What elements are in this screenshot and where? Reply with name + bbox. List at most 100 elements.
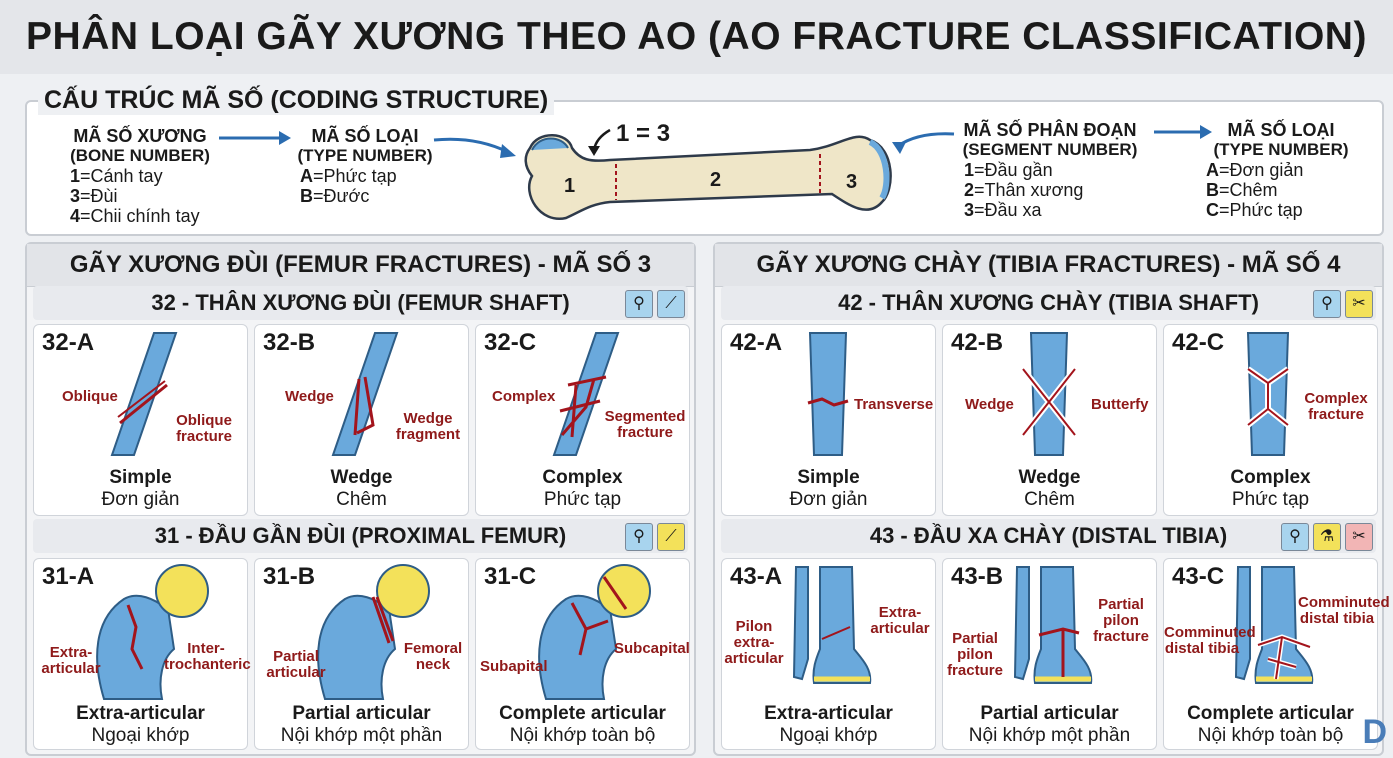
- type-number-item: A=Đơn giản: [1206, 160, 1304, 180]
- complete-articular-fracture-illustration: [538, 564, 651, 700]
- fracture-card-31b: 31-B Partial articular Femoral neck Part…: [254, 558, 469, 750]
- fracture-label: Extra-articular: [870, 604, 930, 637]
- segment-number-block: MÃ SỐ PHÂN ĐOẠN (SEGMENT NUMBER) 1=Đầu g…: [950, 120, 1150, 220]
- curved-arrow-icon: [892, 132, 955, 154]
- fracture-label: Transverse: [854, 396, 934, 413]
- bone-number-title: MÃ SỐ XƯƠNG: [73, 126, 207, 146]
- fracture-type-vi: Đơn giản: [789, 489, 868, 510]
- fracture-type-vi: Nội khớp toàn bộ: [1197, 725, 1344, 746]
- intertrochanteric-fracture-illustration: [96, 564, 209, 700]
- screw-icon: ⚲: [1313, 290, 1341, 318]
- fracture-type-en: Extra-articular: [764, 703, 893, 724]
- complex-tibia-fracture-illustration: [1246, 332, 1290, 456]
- tibia-shaft-section-title: 42 - THÂN XƯƠNG CHÀY (TIBIA SHAFT): [721, 286, 1376, 320]
- type-number-item: A=Phức tạp: [300, 166, 397, 186]
- fracture-code: 42-A: [730, 329, 783, 356]
- fracture-card-43b: 43-B Partial pilon fracture Partial pilo…: [942, 558, 1157, 750]
- fracture-type-en: Extra-articular: [76, 703, 205, 724]
- type-number-right-title: MÃ SỐ LOẠI: [1227, 120, 1335, 140]
- bone-number-subtitle: (BONE NUMBER): [70, 146, 210, 165]
- fracture-type-en: Partial articular: [980, 703, 1119, 724]
- fracture-type-vi: Ngoại khớp: [779, 725, 878, 746]
- screw-icon: ⚲: [1281, 523, 1309, 551]
- segment-label: 1: [564, 175, 575, 197]
- fracture-card-32b: 32-B Wedge Wedge fragment Wedge Chêm: [254, 324, 469, 516]
- fracture-code: 32-B: [263, 329, 316, 356]
- fracture-label: Pilon extra-articular: [724, 618, 784, 667]
- screw-icon: ⚲: [625, 290, 653, 318]
- distal-extra-articular-illustration: [792, 566, 872, 684]
- fracture-label: Wedge fragment: [395, 410, 461, 443]
- segment-label: 3: [846, 171, 857, 193]
- fracture-card-31c: 31-C Subapital Subcapital Complete artic…: [475, 558, 690, 750]
- fracture-type-en: Simple: [797, 467, 860, 488]
- fracture-type-vi: Phức tạp: [543, 489, 622, 510]
- fracture-card-32a: 32-A Oblique Oblique fracture Simple Đơn…: [33, 324, 248, 516]
- fracture-type-vi: Đơn giản: [101, 489, 180, 510]
- fracture-type-vi: Chêm: [1024, 489, 1075, 510]
- fracture-label: Subapital: [480, 658, 548, 675]
- fracture-type-vi: Phức tạp: [1231, 489, 1310, 510]
- fracture-label: Femoral neck: [403, 640, 463, 673]
- fracture-code: 31-B: [263, 563, 316, 590]
- fracture-card-31a: 31-A Extra-articular Inter-trochanteric …: [33, 558, 251, 750]
- scissors-icon: ✂: [1345, 290, 1373, 318]
- segment-label: 2: [710, 169, 721, 191]
- curved-arrow-icon: [433, 137, 516, 158]
- femur-panel-title: GÃY XƯƠNG ĐÙI (FEMUR FRACTURES) - MÃ SỐ …: [27, 244, 694, 287]
- type-number-left-block: MÃ SỐ LOẠI (TYPE NUMBER) A=Phức tạp B=Đư…: [290, 126, 440, 206]
- wedge-fracture-illustration: [331, 332, 399, 456]
- fracture-label: Segmented fracture: [604, 408, 686, 441]
- fracture-label: Partial pilon fracture: [947, 630, 1003, 679]
- bone-number-item: 1=Cánh tay: [70, 166, 163, 186]
- fracture-label: Butterfy: [1091, 396, 1149, 413]
- fracture-type-en: Complete articular: [1187, 703, 1354, 724]
- fracture-label: Comminuted distal tibia: [1164, 624, 1256, 657]
- nail-icon: ⟋: [657, 523, 685, 551]
- type-number-right-block: MÃ SỐ LOẠI (TYPE NUMBER) A=Đơn giản B=Ch…: [1206, 120, 1356, 220]
- fracture-code: 32-A: [42, 329, 95, 356]
- femur-shaft-section-title: 32 - THÂN XƯƠNG ĐÙI (FEMUR SHAFT): [33, 286, 688, 320]
- fracture-label: Subcapital: [614, 640, 690, 657]
- complex-fracture-illustration: [552, 332, 620, 456]
- type-number-right-subtitle: (TYPE NUMBER): [1213, 140, 1349, 159]
- logo-icon: D: [1362, 713, 1387, 751]
- arrow-right-icon: [1154, 125, 1212, 139]
- fracture-card-43a: 43-A Pilon extra-articular Extra-articul…: [721, 558, 936, 750]
- fracture-label: Oblique fracture: [176, 412, 232, 445]
- femur-panel: GÃY XƯƠNG ĐÙI (FEMUR FRACTURES) - MÃ SỐ …: [25, 242, 696, 756]
- fracture-label: Wedge: [285, 388, 334, 405]
- fracture-type-vi: Nội khớp toàn bộ: [509, 725, 656, 746]
- fracture-type-vi: Nội khớp một phần: [280, 725, 443, 746]
- type-number-left-subtitle: (TYPE NUMBER): [297, 146, 433, 165]
- type-number-item: C=Phức tạp: [1206, 200, 1303, 220]
- fracture-code: 43-C: [1172, 563, 1225, 590]
- bone-callout: 1 = 3: [616, 120, 671, 147]
- segment-number-item: 2=Thân xương: [964, 180, 1084, 200]
- scissors-icon: ✂: [1345, 523, 1373, 551]
- fracture-type-en: Partial articular: [292, 703, 431, 724]
- fracture-card-43c: 43-C Comminuted distal tibia Comminuted …: [1163, 558, 1390, 750]
- fracture-label: Complex fracture: [1304, 390, 1368, 423]
- fracture-code: 31-A: [42, 563, 95, 590]
- partial-pilon-fracture-illustration: [1013, 566, 1093, 684]
- fracture-type-en: Simple: [109, 467, 172, 488]
- flask-icon: ⚗: [1313, 523, 1341, 551]
- fracture-card-42b: 42-B Wedge Butterfy Wedge Chêm: [942, 324, 1157, 516]
- transverse-fracture-illustration: [807, 332, 849, 456]
- fracture-label: Extra-articular: [41, 644, 101, 677]
- distal-tibia-section-title: 43 - ĐẦU XA CHÀY (DISTAL TIBIA): [721, 519, 1376, 553]
- fracture-type-vi: Chêm: [336, 489, 387, 510]
- fracture-code: 32-C: [484, 329, 537, 356]
- fracture-code: 43-A: [730, 563, 783, 590]
- fracture-label: Partial articular: [266, 648, 326, 681]
- bone-number-item: 3=Đùi: [70, 186, 118, 206]
- fracture-label: Inter-trochanteric: [164, 640, 251, 673]
- fracture-type-en: Wedge: [330, 467, 393, 488]
- femoral-neck-fracture-illustration: [317, 564, 430, 700]
- fracture-type-en: Complete articular: [499, 703, 666, 724]
- page-title: PHÂN LOẠI GÃY XƯƠNG THEO AO (AO FRACTURE…: [0, 0, 1393, 74]
- screw-icon: ⚲: [625, 523, 653, 551]
- arrow-right-icon: [219, 131, 291, 145]
- femur-bone-diagram: 1 2 3: [524, 128, 892, 221]
